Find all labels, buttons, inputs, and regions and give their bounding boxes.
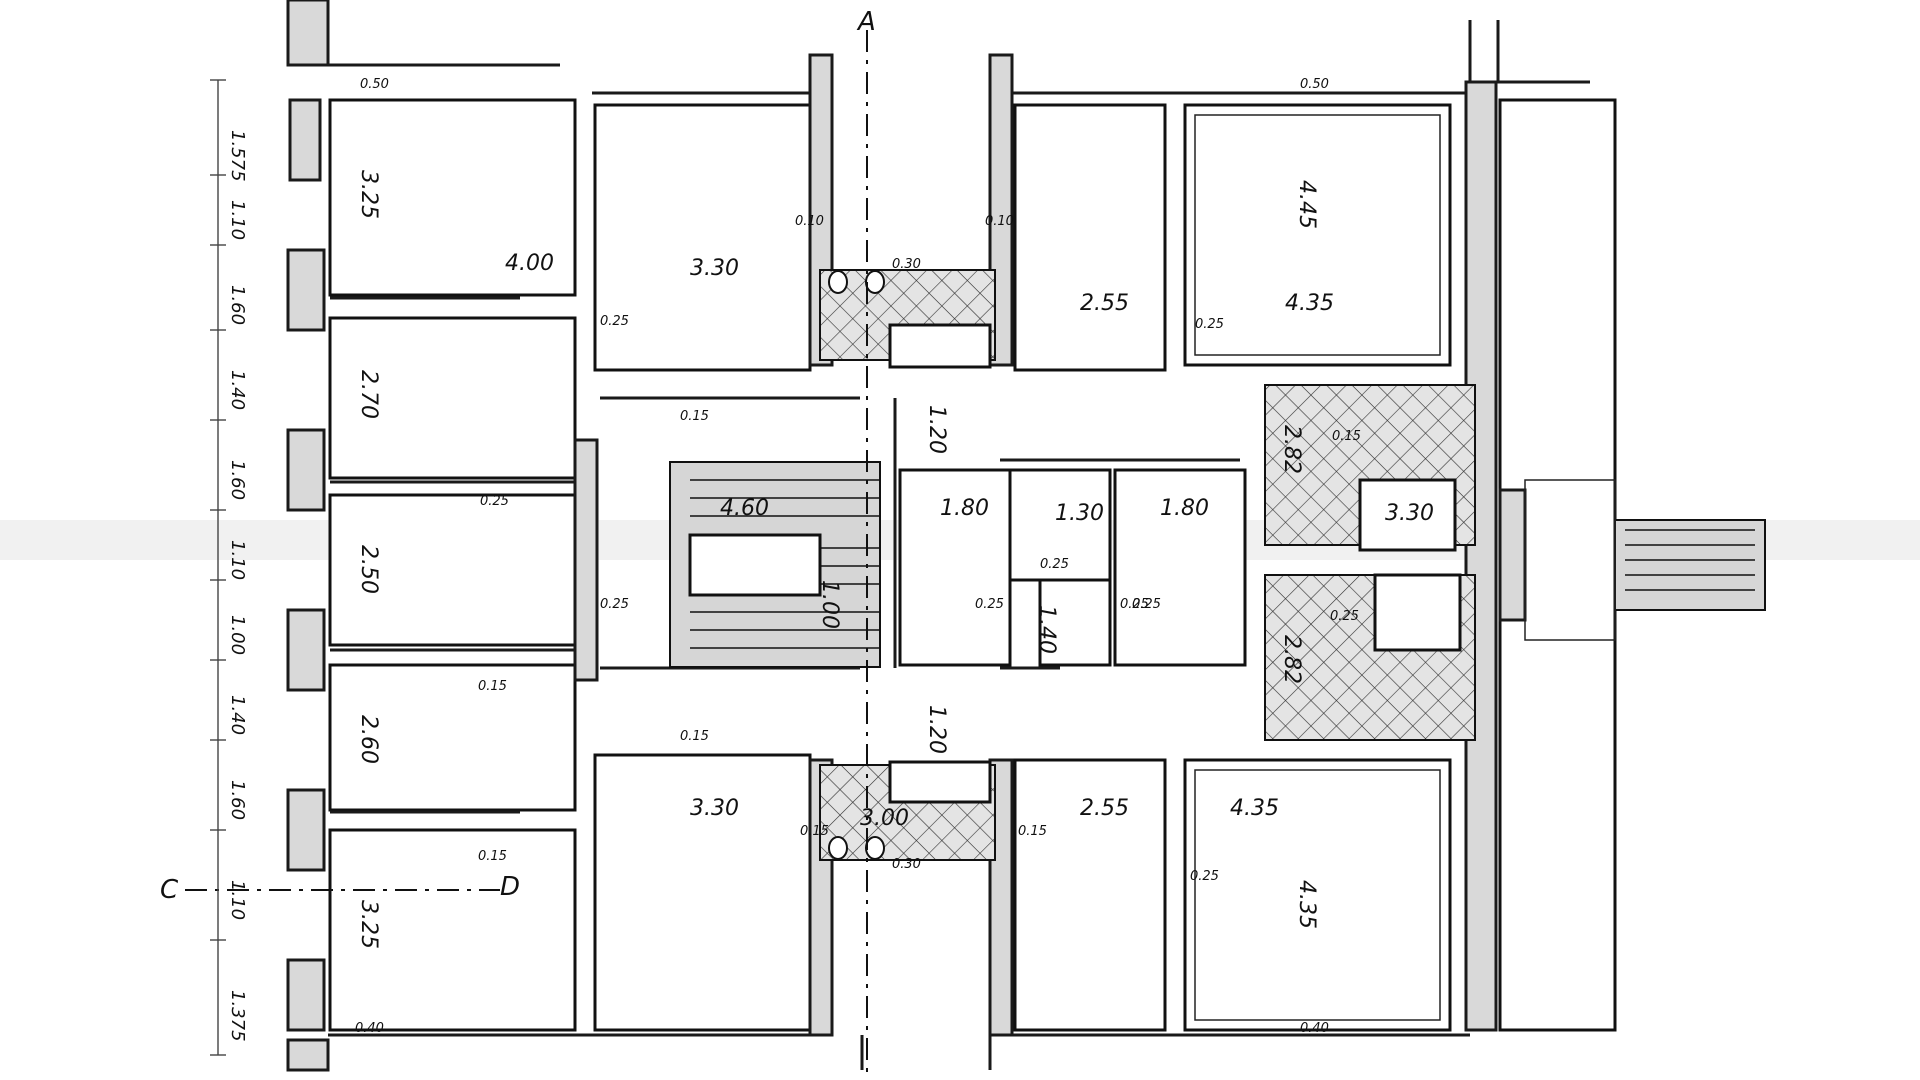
depth-3-25-bottom: 3.25 [356,900,381,949]
closet-d [1373,573,1462,652]
room-3 [328,316,577,480]
mark-0-15-d: 0.15 [478,849,507,864]
room-6 [328,828,577,1032]
width-4-00: 4.00 [505,251,554,276]
mark-0-25-b: 0.25 [1195,317,1224,332]
mark-0-30-top: 0.30 [892,257,921,272]
axis-label-d: D [500,872,520,902]
mark-0-25-j: 0.25 [1330,609,1359,624]
left-pilasters [286,98,326,1032]
width-3-00: 3.00 [860,806,909,831]
exterior-stair [1614,519,1766,611]
width-4-35-bottom: 4.35 [1230,796,1279,821]
left-dim-9: 1.60 [227,780,248,820]
mark-0-15-c: 0.15 [478,679,507,694]
mark-0-50-left: 0.50 [360,77,389,92]
depth-2-50: 2.50 [356,545,381,594]
depth-2-70: 2.70 [356,370,381,419]
depth-2-82-bottom: 2.82 [1279,635,1304,684]
left-dim-11: 1.375 [227,990,248,1042]
left-dim-8: 1.40 [227,695,248,735]
mark-0-15-f: 0.15 [800,824,829,839]
mark-0-15-g: 0.15 [1332,429,1361,444]
room-2 [593,103,812,372]
room-10 [1013,758,1167,1032]
width-1-80-right: 1.80 [1160,496,1209,521]
mark-0-25-g: 0.25 [1040,557,1069,572]
stairwell [669,461,881,668]
depth-1-20-top: 1.20 [924,405,949,454]
depth-4-45: 4.45 [1294,180,1319,229]
depth-4-35: 4.35 [1294,880,1319,929]
mark-0-25-e: 0.25 [975,597,1004,612]
left-dim-4: 1.40 [227,370,248,410]
width-4-35-top: 4.35 [1285,291,1334,316]
mark-0-15-e: 0.15 [1018,824,1047,839]
left-dim-10: 1.10 [227,880,248,920]
room-8 [1013,103,1167,372]
bathrooms [819,269,996,861]
mark-0-50-right: 0.50 [1300,77,1329,92]
mark-0-25-f: 0.25 [1132,597,1161,612]
width-2-55-bottom: 2.55 [1080,796,1129,821]
depth-1-00: 1.00 [817,580,842,629]
right-balcony [1498,98,1766,1032]
width-1-30: 1.30 [1055,501,1104,526]
room-11 [1183,758,1452,1032]
left-dim-3: 1.60 [227,285,248,325]
section-axes [185,30,868,1075]
room-9 [1183,103,1452,367]
mark-0-25-h: 0.25 [1190,869,1219,884]
width-1-80-left: 1.80 [940,496,989,521]
mark-0-15-a: 0.15 [680,409,709,424]
axis-label-a: A [856,7,876,37]
axis-label-c: C [160,875,179,905]
width-4-60: 4.60 [720,496,769,521]
mark-0-10-a: 0.10 [795,214,824,229]
left-dimension-chain [210,79,226,1056]
width-3-30-top: 3.30 [690,256,739,281]
balcony [1498,98,1617,1032]
depth-1-40: 1.40 [1034,605,1059,654]
mark-0-25-i: 0.25 [1120,597,1149,612]
corridor-right [1113,468,1247,667]
left-column-values: 1.575 1.10 1.60 1.40 1.60 1.10 1.00 1.40… [227,130,248,1042]
central-rooms [898,468,1247,667]
left-dim-1: 1.575 [227,130,248,182]
depth-2-82-top: 2.82 [1279,425,1304,474]
mark-0-25-d: 0.25 [600,597,629,612]
width-2-55-top: 2.55 [1080,291,1129,316]
room-5 [328,663,577,812]
width-3-30-bottom: 3.30 [690,796,739,821]
mark-0-30-bottom: 0.30 [892,857,921,872]
room-width-labels: 4.00 3.30 2.55 4.35 3.30 2.55 4.35 4.60 … [505,251,1434,831]
mark-0-25-c: 0.25 [480,494,509,509]
depth-1-20-bottom: 1.20 [924,705,949,754]
room-1 [328,98,577,297]
closet-b [1038,578,1112,667]
room-4 [328,493,577,647]
depth-2-60: 2.60 [356,715,381,764]
stair-landing [688,533,822,597]
room-depth-labels: 3.25 2.70 2.50 2.60 3.25 4.45 4.35 2.82 … [356,170,1319,949]
left-dim-2: 1.10 [227,200,248,240]
mark-0-15-b: 0.15 [680,729,709,744]
mark-0-40-right: 0.40 [1300,1021,1329,1036]
left-dim-7: 1.00 [227,615,248,655]
wall-thickness-marks: 0.50 0.50 0.40 0.40 0.25 0.25 0.25 0.25 … [355,77,1361,1036]
mark-0-40-left: 0.40 [355,1021,384,1036]
closet-c [1358,478,1457,552]
left-dim-6: 1.10 [227,540,248,580]
depth-3-25-top: 3.25 [356,170,381,219]
mark-0-25-a: 0.25 [600,314,629,329]
mark-0-10-b: 0.10 [985,214,1014,229]
left-dim-5: 1.60 [227,460,248,500]
right-rooms [1013,103,1476,1032]
width-3-30-right: 3.30 [1385,501,1434,526]
